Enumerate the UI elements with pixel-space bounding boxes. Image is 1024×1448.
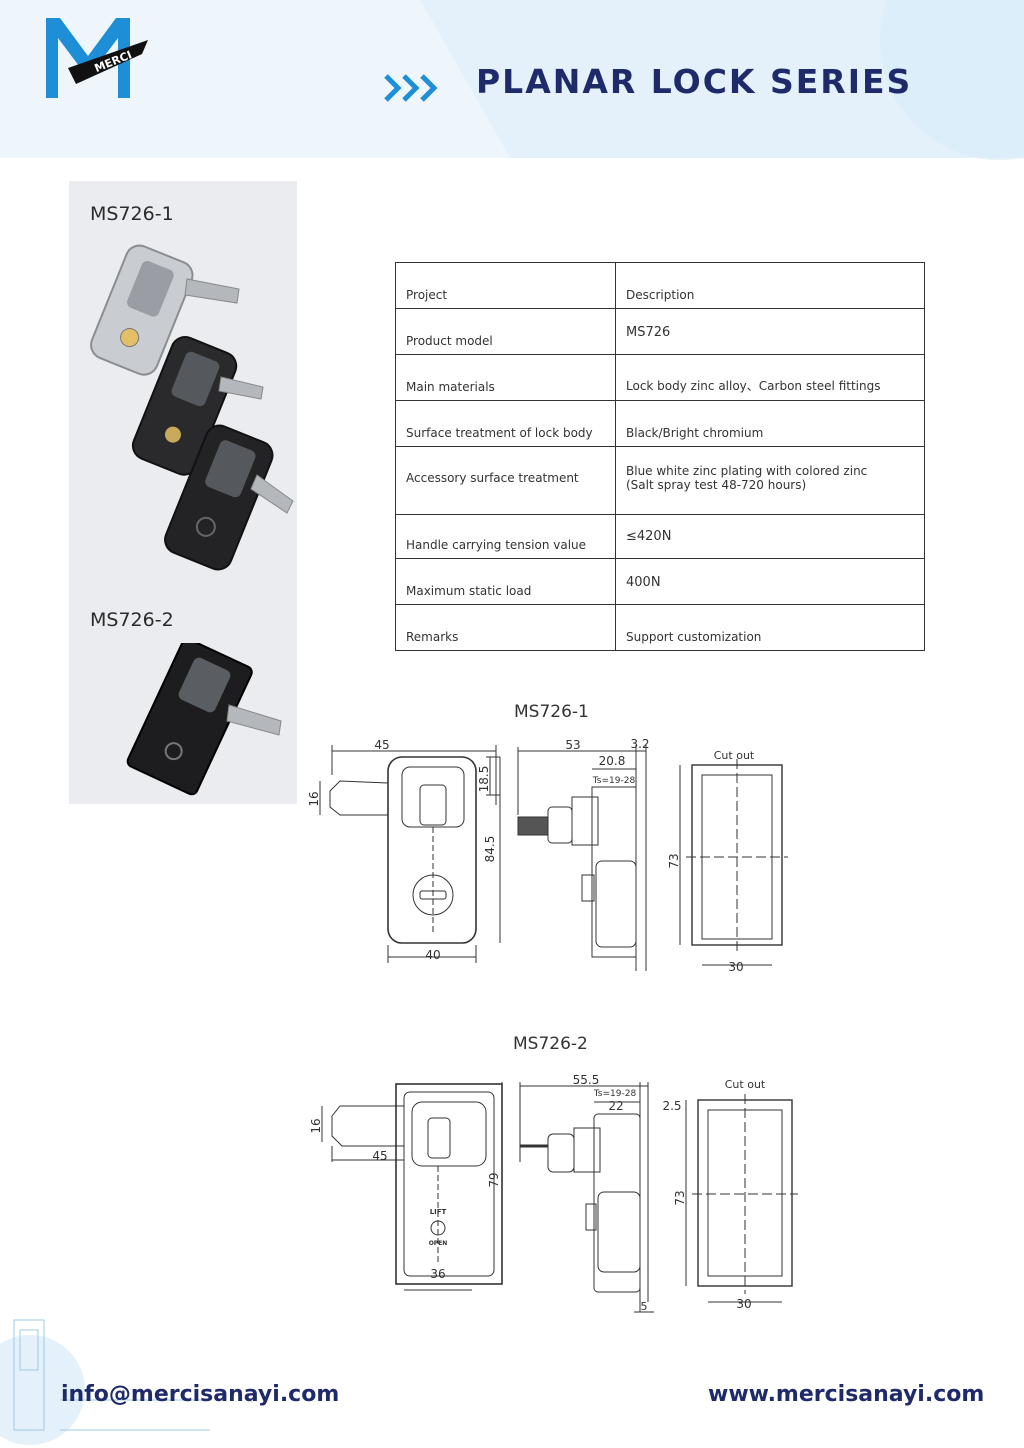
table-row: Main materials Lock body zinc alloy、Carb… [395, 354, 925, 401]
table-row: Surface treatment of lock body Black/Bri… [395, 400, 925, 447]
dim-label: 30 [728, 960, 743, 974]
dim-label: Cut out [714, 749, 755, 762]
drawing-title: MS726-2 [513, 1034, 588, 1054]
product-model-label: MS726-1 [90, 203, 174, 225]
spec-value: Support customization [615, 604, 925, 651]
dim-label: 55.5 [573, 1073, 600, 1087]
table-row: Remarks Support customization [395, 604, 925, 651]
footer-decoration [0, 1319, 210, 1445]
dim-label: Cut out [725, 1078, 766, 1091]
dim-label: Ts=19-28 [592, 776, 636, 786]
spec-value: MS726 [615, 308, 925, 355]
dim-label: 20.8 [599, 754, 626, 768]
dim-label: 3.2 [630, 737, 649, 751]
spec-value-note: (Salt spray test 48-720 hours) [626, 477, 807, 492]
dim-label: 79 [487, 1172, 501, 1187]
table-row: Project Description [395, 262, 925, 309]
spec-label: Product model [395, 308, 616, 355]
table-row: Handle carrying tension value ≤420N [395, 514, 925, 559]
merci-logo: MERCI [46, 18, 148, 98]
spec-value: Lock body zinc alloy、Carbon steel fittin… [615, 354, 925, 401]
spec-label: Handle carrying tension value [395, 514, 616, 559]
website-link[interactable]: www.mercisanayi.com [708, 1382, 985, 1407]
dim-label: 53 [565, 738, 580, 752]
product-model-label: MS726-2 [90, 609, 174, 631]
email-link[interactable]: info@mercisanayi.com [61, 1382, 340, 1407]
drawing-title: MS726-1 [514, 702, 589, 722]
dim-label: 16 [309, 1118, 323, 1133]
spec-label: Maximum static load [395, 558, 616, 605]
dim-label: 30 [736, 1297, 751, 1311]
ms726-1-product-image [90, 244, 294, 571]
ms726-2-product-image [126, 643, 282, 796]
dim-label: 84.5 [483, 836, 497, 863]
dim-label: 40 [425, 948, 440, 962]
dim-label: 73 [667, 853, 681, 868]
dim-label: 22 [608, 1099, 623, 1113]
spec-label: Project [395, 262, 616, 309]
chevrons-icon [384, 74, 438, 102]
spec-value: 400N [615, 558, 925, 605]
spec-value: ≤420N [615, 514, 925, 559]
ms726-1-technical-drawing: 45 16 18.5 84.5 40 53 3.2 20.8 Ts=19-28 … [307, 737, 788, 974]
dim-label: LIFT [430, 1208, 447, 1216]
spec-value: Black/Bright chromium [615, 400, 925, 447]
dim-label: 73 [673, 1190, 687, 1205]
dim-label: OPEN [429, 1240, 448, 1247]
page-title: PLANAR LOCK SERIES [476, 62, 913, 101]
dim-label: 45 [372, 1149, 387, 1163]
dim-label: 36 [430, 1267, 445, 1281]
spec-label: Main materials [395, 354, 616, 401]
spec-label: Accessory surface treatment [395, 446, 616, 515]
specification-table: Project Description Product model MS726 … [395, 262, 925, 651]
table-row: Product model MS726 [395, 308, 925, 355]
dim-label: 45 [374, 738, 389, 752]
product-photo-panel: MS726-1 MS726-2 [69, 181, 297, 804]
dim-label: 18.5 [477, 766, 491, 793]
spec-label: Surface treatment of lock body [395, 400, 616, 447]
spec-value-cell: Blue white zinc plating with colored zin… [615, 446, 925, 515]
dim-label: 16 [307, 791, 321, 806]
dim-label: Ts=19-28 [593, 1089, 637, 1099]
ms726-2-technical-drawing: 16 45 79 36 LIFT OPEN 55.5 Ts=19-28 22 2… [309, 1073, 798, 1313]
dim-label: 5 [641, 1300, 648, 1313]
dim-label: 2.5 [662, 1099, 681, 1113]
spec-value: Description [615, 262, 925, 309]
table-row: Maximum static load 400N [395, 558, 925, 605]
spec-label: Remarks [395, 604, 616, 651]
table-row: Accessory surface treatment Blue white z… [395, 446, 925, 515]
spec-value: Blue white zinc plating with colored zin… [626, 463, 868, 478]
